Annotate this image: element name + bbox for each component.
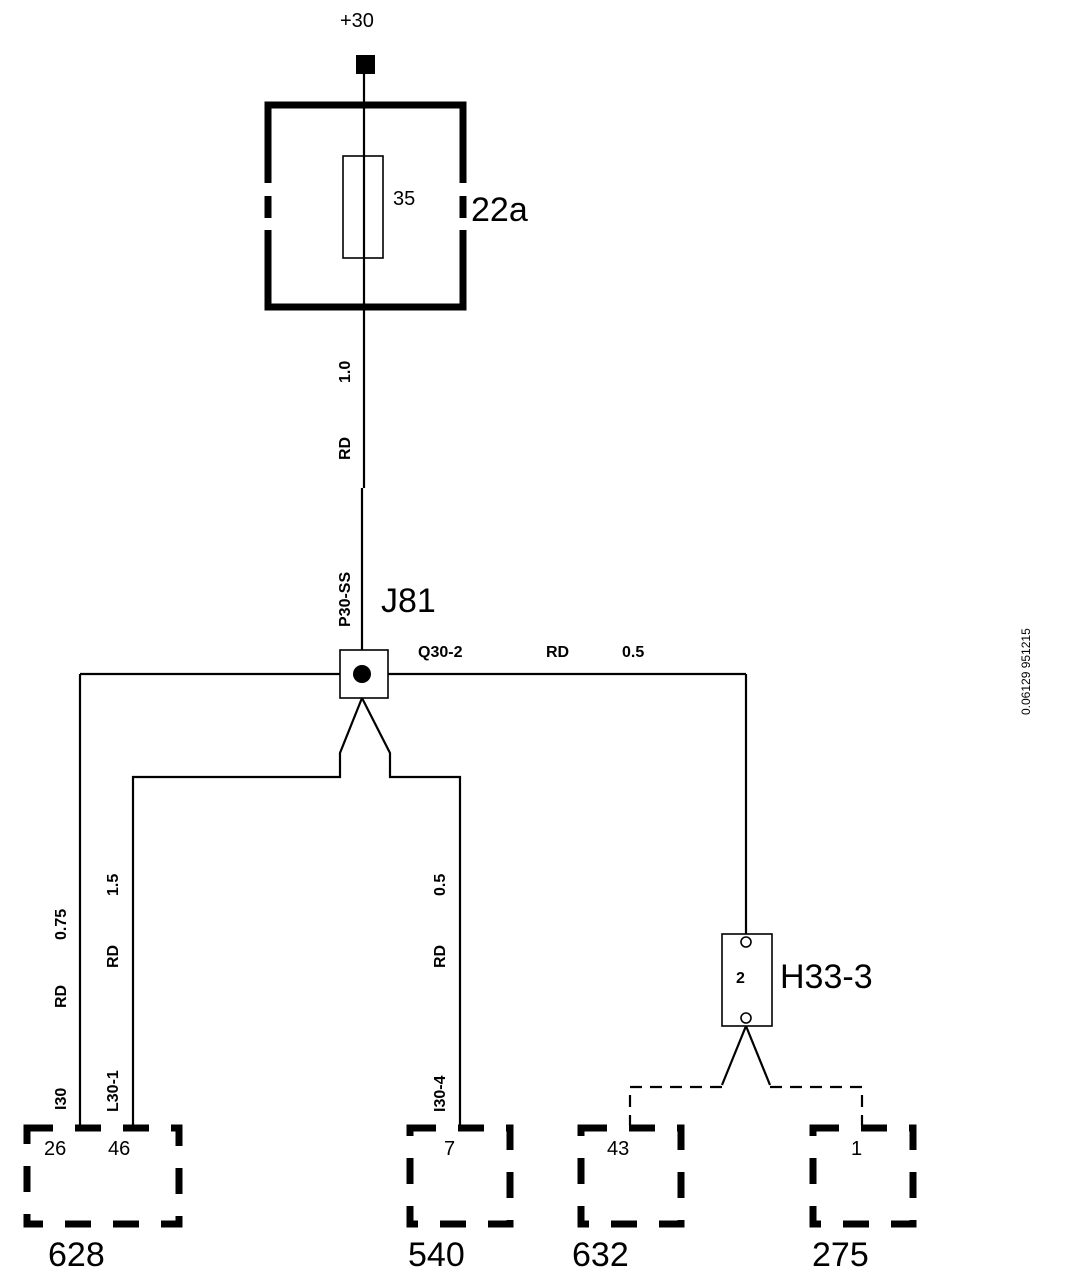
fuse-rating: 35 — [393, 188, 415, 210]
junction-label: J81 — [381, 582, 436, 620]
splice-box — [721, 933, 773, 1027]
connector-540-label: 540 — [408, 1236, 465, 1274]
fuse-box-22a — [264, 101, 467, 311]
fuse-box-label: 22a — [471, 191, 528, 229]
left-wire-1-pin: I30 — [53, 1088, 70, 1110]
connector-540 — [406, 1124, 514, 1228]
connector-275-pin: 1 — [851, 1138, 862, 1160]
splice-fork-right — [744, 1025, 772, 1086]
connector-628 — [23, 1124, 183, 1228]
connector-632 — [577, 1124, 685, 1228]
left-wire-2-color: RD — [105, 945, 122, 968]
connector-628-pin-2: 46 — [108, 1138, 130, 1160]
splice-pin-label: 2 — [736, 970, 745, 987]
connector-628-label: 628 — [48, 1236, 105, 1274]
left-wire-1-size: 0.75 — [53, 909, 70, 940]
supply-terminal — [356, 55, 375, 74]
connector-632-pin: 43 — [607, 1138, 629, 1160]
junction-pin-top: P30-SS — [337, 572, 354, 627]
connector-540-pin: 7 — [444, 1138, 455, 1160]
dashed-wire-to-632 — [628, 1085, 722, 1125]
junction-node — [353, 665, 371, 683]
left-wire-2-size: 1.5 — [105, 874, 122, 896]
main-wire-color: RD — [337, 437, 354, 460]
mid-wire-pin: I30-4 — [432, 1075, 449, 1112]
supply-label: +30 — [340, 10, 374, 32]
connector-632-label: 632 — [572, 1236, 629, 1274]
junction-pin-right: Q30-2 — [418, 644, 463, 661]
connector-275 — [809, 1124, 917, 1228]
splice-pin-top — [740, 936, 752, 948]
left-wire-1-color: RD — [53, 985, 70, 1008]
mid-wire-size: 0.5 — [432, 874, 449, 896]
connector-628-pin-1: 26 — [44, 1138, 66, 1160]
main-wire-size: 1.0 — [337, 361, 354, 383]
dashed-wire-to-275 — [770, 1085, 864, 1125]
left-wire-2-pin: L30-1 — [105, 1070, 122, 1112]
document-reference: 0.06129 951215 — [1019, 628, 1033, 715]
right-wire-size: 0.5 — [622, 644, 644, 661]
splice-label: H33-3 — [780, 958, 873, 996]
wire-to-540 — [361, 697, 462, 1125]
splice-fork-left — [720, 1025, 748, 1086]
right-wire-color: RD — [546, 644, 569, 661]
connector-275-label: 275 — [812, 1236, 869, 1274]
mid-wire-color: RD — [432, 945, 449, 968]
wire-to-628-46 — [131, 697, 364, 1125]
splice-pin-bottom — [740, 1012, 752, 1024]
